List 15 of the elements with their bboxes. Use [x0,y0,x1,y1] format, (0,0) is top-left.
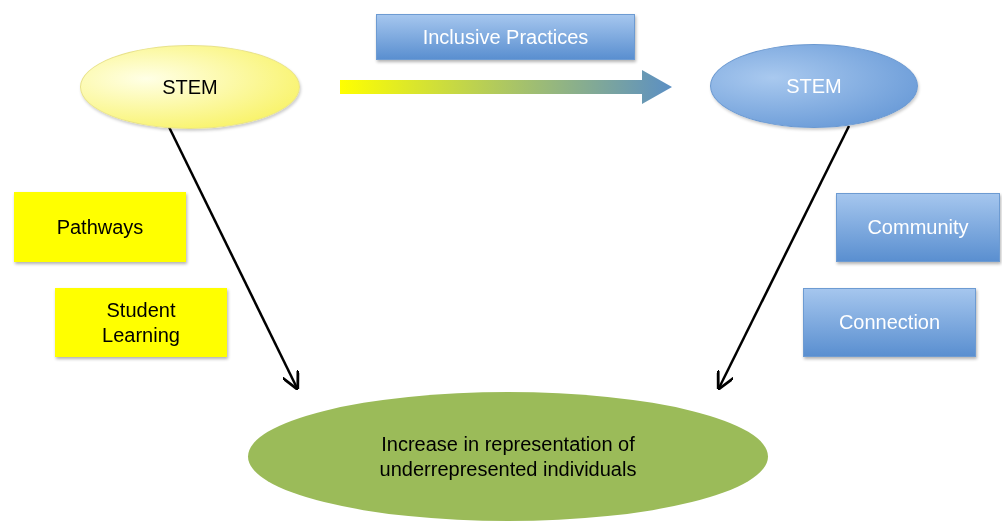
node-label: STEM [786,73,842,99]
label-box [803,288,976,357]
gradient-arrow [340,70,672,104]
label-box [836,193,1000,262]
node-label: Inclusive Practices [422,24,589,50]
label-box [14,192,186,262]
label-box [55,288,227,357]
node-label: Connection [838,310,941,335]
node-label: Pathways [56,214,144,240]
label-box [376,14,635,60]
arrow [716,125,851,391]
node-label: Community [867,215,969,240]
node-label: Increase in representation of underrepresented individuals [378,431,638,482]
node-label: STEM [162,74,218,100]
node-label: Student Learning [101,297,181,348]
